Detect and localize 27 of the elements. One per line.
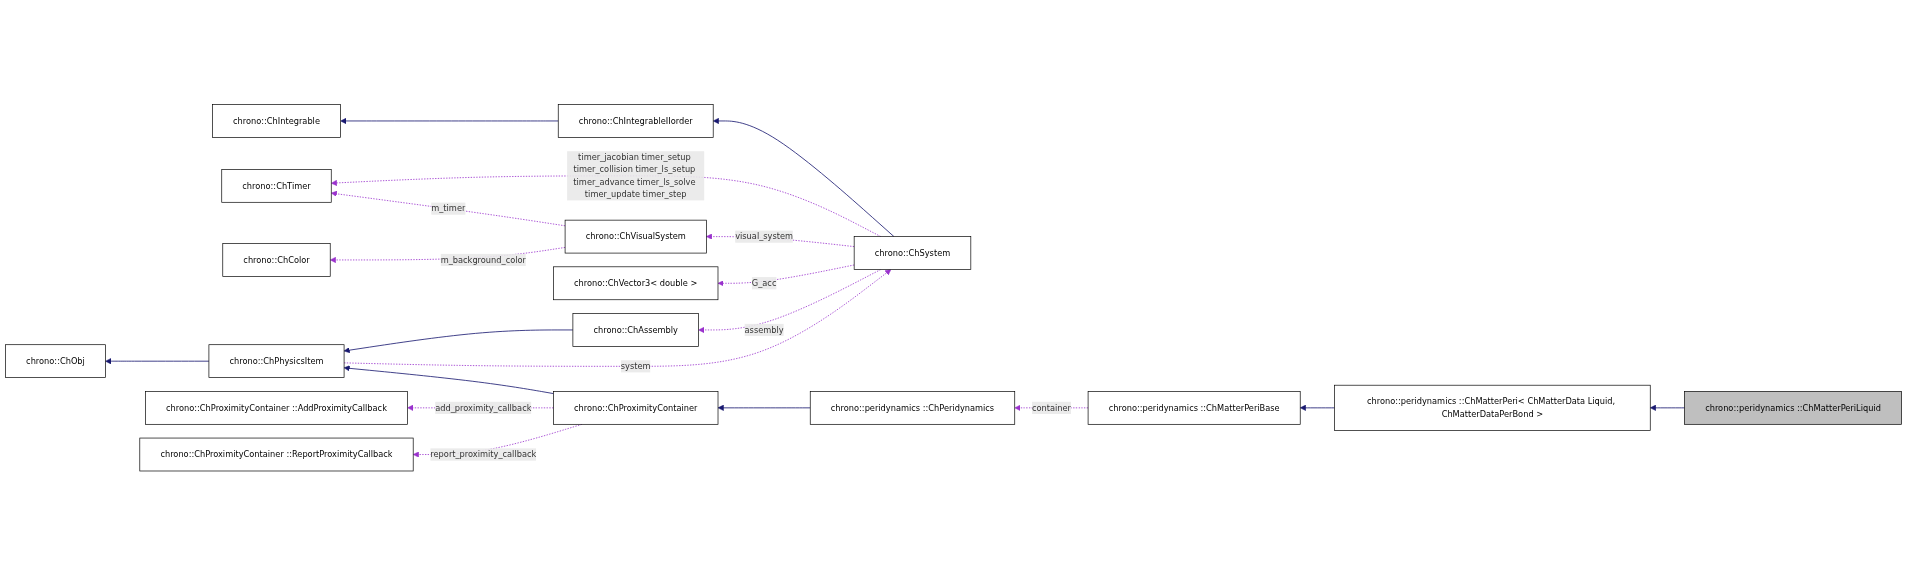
edge-label: system [620,361,651,371]
node-box: chrono::ChAssembly [572,312,699,347]
node-box: chrono::ChTimer [221,168,332,203]
node-box: chrono::peridynamics ::ChMatterPeri< ChMatterData Liquid, ChMatterDataPerBond > [1334,384,1651,431]
node-box: chrono::ChSystem [853,236,972,270]
node-box: chrono::peridynamics ::ChPeridynamics [809,390,1016,425]
node-box: chrono::ChProximityContainer [553,390,719,425]
edge-label: container [1031,402,1071,413]
node-box: chrono::ChColor [222,242,331,277]
node-box: chrono::peridynamics ::ChMatterPeriBase [1087,390,1301,425]
node-box: chrono::peridynamics ::ChMatterPeriLiquid [1684,390,1902,425]
node-box: chrono::ChProximityContainer ::AddProximityCallback [145,390,408,425]
edge-label: m_background_color [440,254,526,265]
node-box: chrono::ChPhysicsItem [208,344,345,378]
node-box: chrono::ChIntegrableIIorder [557,103,714,138]
edge-label: visual_system [735,231,794,242]
edge-label: G_acc [751,278,777,288]
node-box: chrono::ChVisualSystem [564,219,707,254]
node-box: chrono::ChVector3< double > [553,266,719,300]
edge-label: m_timer [431,203,466,214]
node-box: chrono::ChIntegrable [212,103,341,138]
edge-label: report_proximity_callback [430,449,537,460]
edge-label: timer_jacobian timer_setup timer_collision timer_ls_setup timer_advance timer_ls_solve timer_update timer_step [573,152,696,199]
edge-label: assembly [744,324,784,335]
node-box: chrono::ChProximityContainer ::ReportProximityCallback [139,437,414,472]
edge-label: add_proximity_callback [435,402,532,413]
node-box: chrono::ChObj [5,344,106,378]
